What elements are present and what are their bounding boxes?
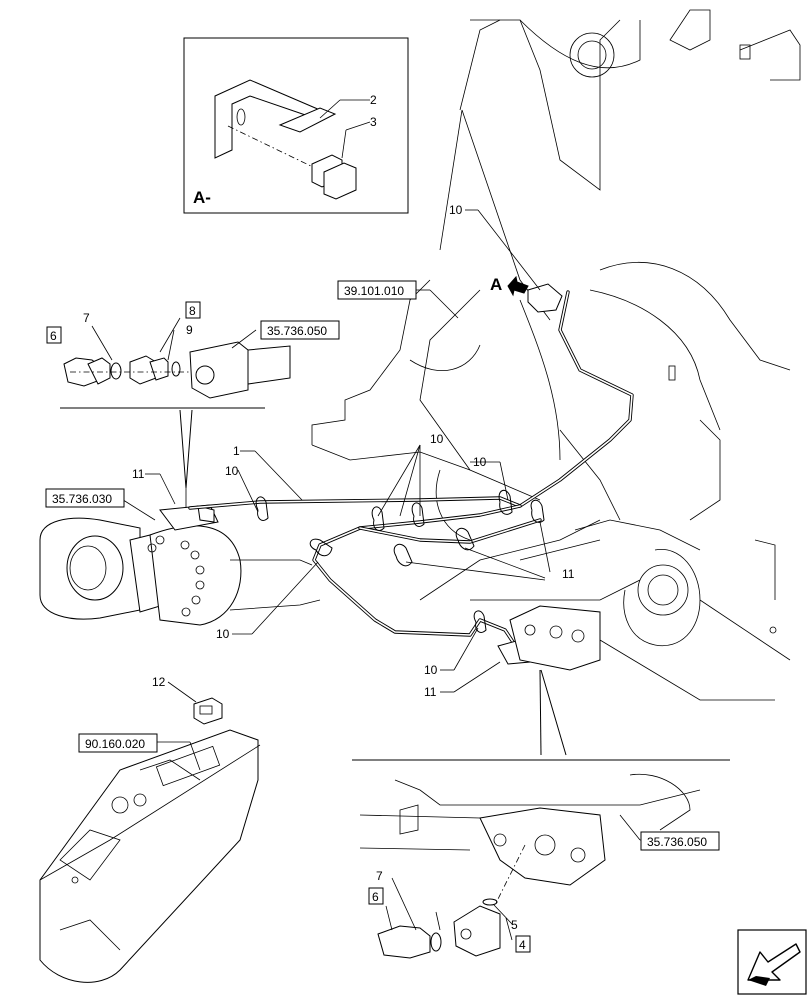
view-a-arrow: A bbox=[490, 275, 529, 297]
ref-valve-bottom: 35.736.050 bbox=[647, 835, 707, 849]
valve-block-mid bbox=[509, 605, 601, 671]
wiring-harness bbox=[188, 283, 634, 665]
ref-boom: 39.101.010 bbox=[344, 284, 404, 298]
fitting-assembly-top bbox=[63, 317, 291, 399]
callout-10-f: 10 bbox=[424, 663, 438, 677]
callout-10-c: 10 bbox=[225, 464, 239, 478]
callout-6-bottom: 6 bbox=[372, 890, 379, 904]
callout-10-d: 10 bbox=[473, 455, 487, 469]
boom-structure bbox=[311, 9, 801, 701]
callout-11-c: 11 bbox=[424, 685, 437, 699]
callout-10-b: 10 bbox=[430, 432, 444, 446]
callout-3: 3 bbox=[370, 115, 377, 129]
callout-5: 5 bbox=[511, 918, 518, 932]
callouts: 1 4 5 6 6 7 7 8 9 10 10 10 10 10 10 11 1… bbox=[46, 203, 575, 953]
detail-a-inset: 2 3 A- bbox=[183, 37, 409, 214]
ref-console: 90.160.020 bbox=[85, 737, 145, 751]
view-arrow-label: A bbox=[490, 275, 502, 294]
previous-page-arrow-icon[interactable] bbox=[737, 929, 807, 995]
cylinder bbox=[39, 504, 321, 626]
ref-cylinder: 35.736.030 bbox=[52, 492, 112, 506]
callout-9: 9 bbox=[186, 323, 193, 337]
callout-10-e: 10 bbox=[216, 627, 230, 641]
callout-2: 2 bbox=[370, 93, 377, 107]
callout-11-a: 11 bbox=[132, 467, 145, 481]
callout-6-top: 6 bbox=[50, 329, 57, 343]
callout-1: 1 bbox=[233, 444, 240, 458]
callout-8: 8 bbox=[189, 304, 196, 318]
reference-boxes: 39.101.010 35.736.050 35.736.030 90.160.… bbox=[45, 280, 720, 851]
callout-12: 12 bbox=[152, 675, 166, 689]
ref-valve-top: 35.736.050 bbox=[267, 324, 327, 338]
leader-lines bbox=[60, 209, 680, 841]
view-a-label: A- bbox=[193, 188, 211, 207]
callout-4: 4 bbox=[519, 938, 526, 952]
callout-10-a: 10 bbox=[449, 203, 463, 217]
callout-7-top: 7 bbox=[83, 311, 90, 325]
bottom-detail bbox=[352, 759, 730, 959]
callout-11-b: 11 bbox=[562, 567, 575, 581]
operator-console bbox=[39, 697, 261, 983]
callout-7-bottom: 7 bbox=[376, 869, 383, 883]
